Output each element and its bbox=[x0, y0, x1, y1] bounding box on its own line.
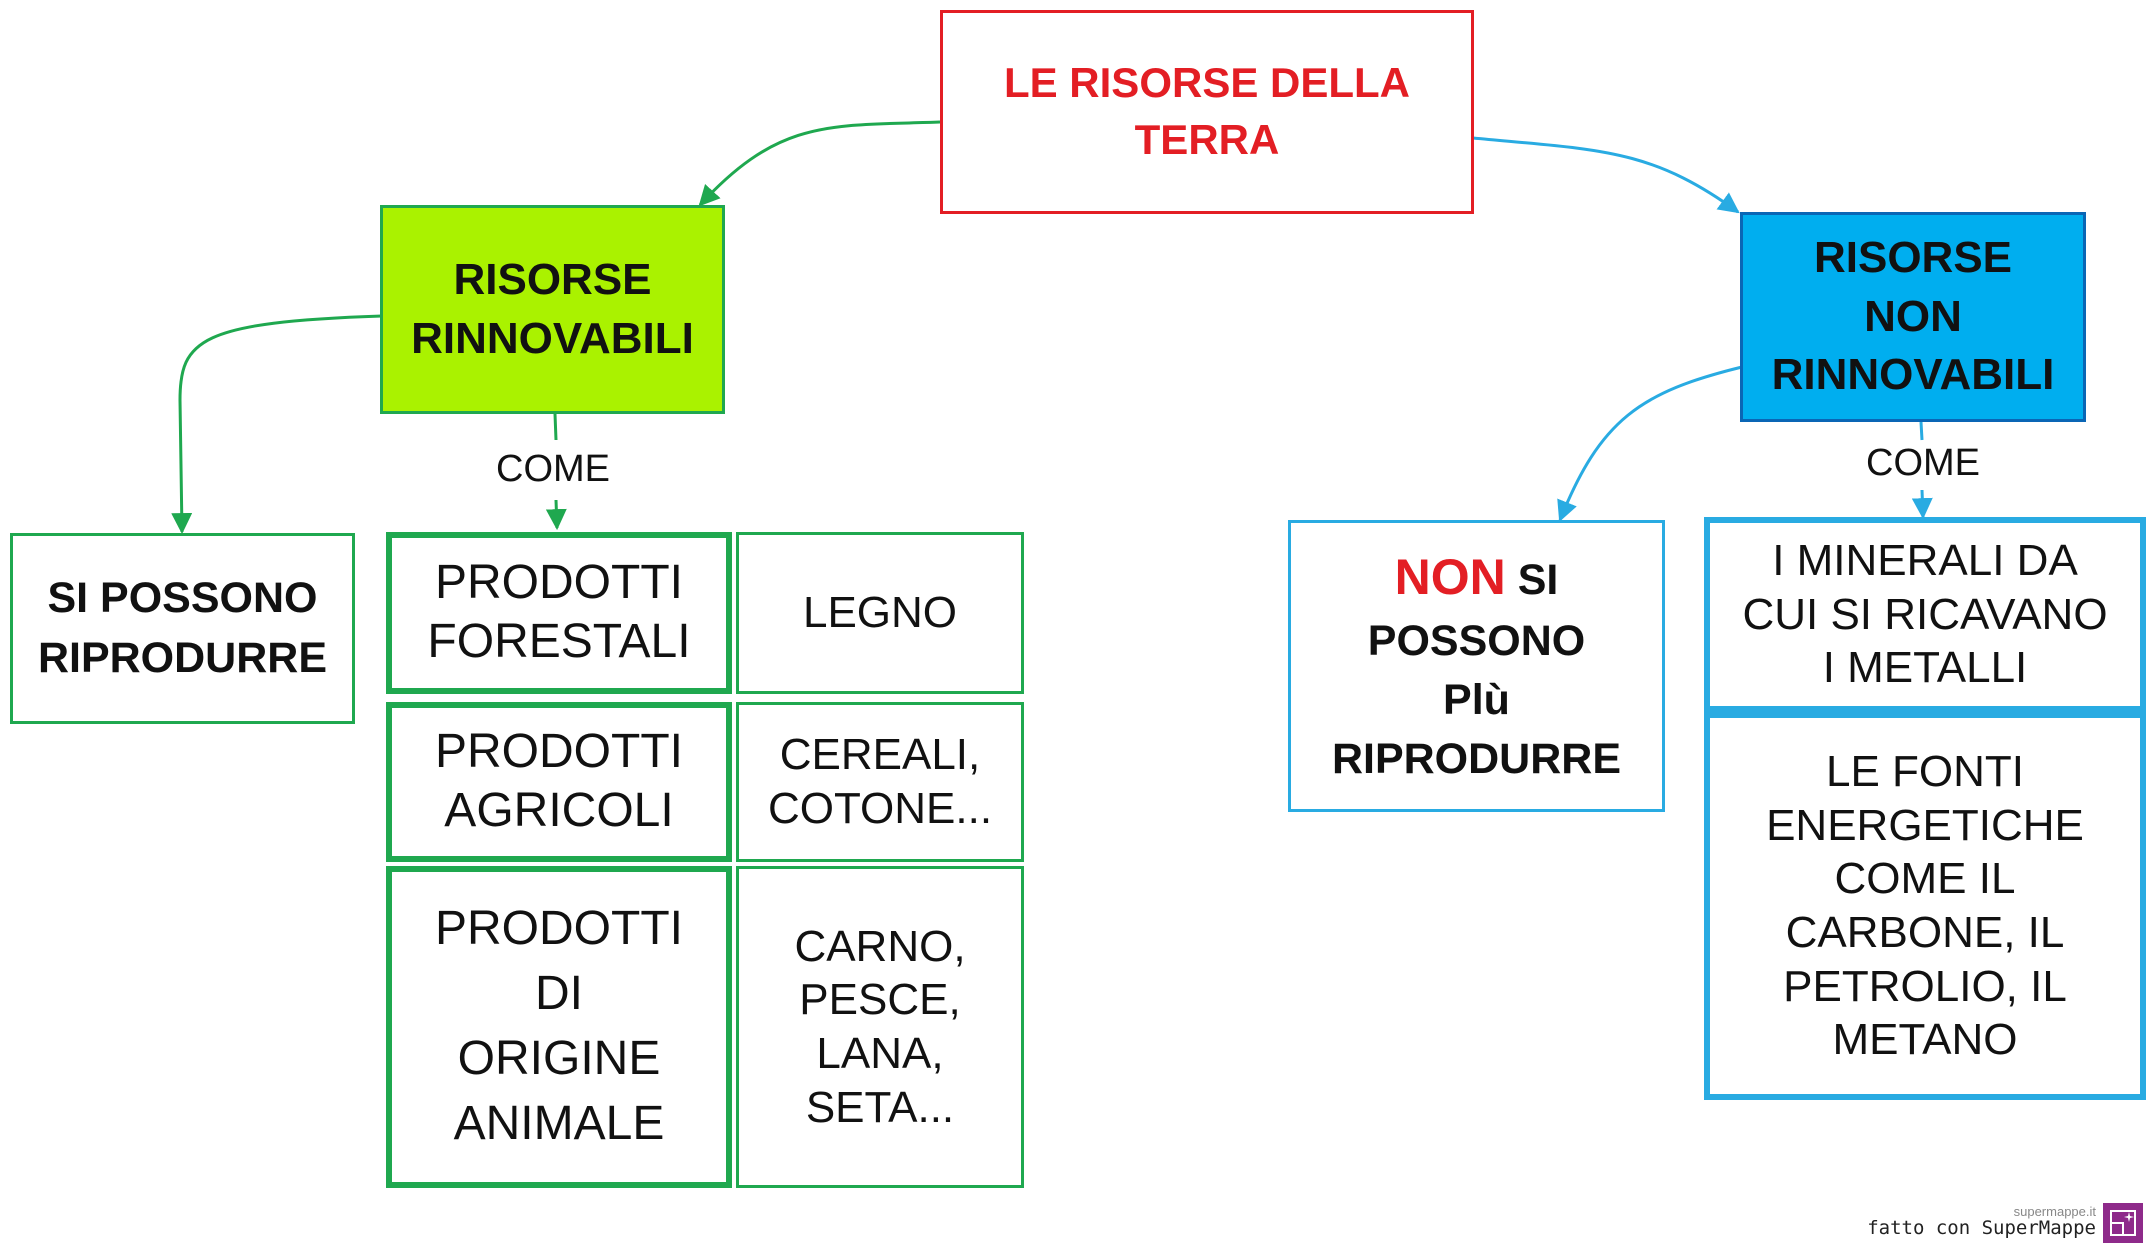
minerals-label: I MINERALI DA CUI SI RICAVANO I METALLI bbox=[1742, 535, 2108, 693]
renewable-come-label: COME bbox=[496, 448, 610, 490]
not-highlight: NON bbox=[1394, 548, 1506, 605]
non-renewable-resources-node[interactable]: RISORSE NON RINNOVABILI bbox=[1740, 212, 2086, 422]
non-renewable-property-node[interactable]: NON SI POSSONO Plù RIPRODURRE bbox=[1288, 520, 1665, 812]
supermappe-logo-icon bbox=[2103, 1203, 2143, 1243]
energy-sources-label: LE FONTI ENERGETICHE COME IL CARBONE, IL… bbox=[1766, 746, 2084, 1065]
wood-label: LEGNO bbox=[802, 588, 958, 638]
cereals-cotton-label: CEREALI, COTONE... bbox=[767, 730, 993, 833]
non-renewable-to-property-arrow bbox=[1557, 365, 1743, 522]
non-renewable-to-examples-arrow bbox=[1921, 421, 1923, 517]
renewable-property-node[interactable]: SI POSSONO RIPRODURRE bbox=[10, 533, 355, 724]
renewable-resources-node[interactable]: RISORSE RINNOVABILI bbox=[380, 205, 725, 414]
forest-products-label: PRODOTTI FORESTALI bbox=[427, 556, 691, 668]
root-label: LE RISORSE DELLA TERRA bbox=[1003, 59, 1411, 163]
footer-site[interactable]: supermappe.it bbox=[2013, 1204, 2096, 1220]
animal-products-node[interactable]: PRODOTTI DI ORIGINE ANIMALE bbox=[386, 866, 732, 1188]
footer-made-with: fatto con SuperMappe bbox=[1867, 1217, 2096, 1240]
forest-products-node[interactable]: PRODOTTI FORESTALI bbox=[386, 532, 732, 694]
renewable-property-label: SI POSSONO RIPRODURRE bbox=[37, 574, 328, 682]
non-renewable-come-label: COME bbox=[1866, 442, 1980, 484]
agricultural-products-node[interactable]: PRODOTTI AGRICOLI bbox=[386, 702, 732, 862]
footer-credit: supermappe.it fatto con SuperMappe bbox=[1867, 1205, 2096, 1239]
non-renewable-property-rest: POSSONO Plù RIPRODURRE bbox=[1331, 616, 1622, 784]
root-to-non-renewable-arrow bbox=[1472, 136, 1740, 214]
renewable-to-property-arrow bbox=[171, 314, 383, 535]
meat-fish-wool-silk-label: CARNO, PESCE, LANA, SETA... bbox=[794, 921, 966, 1132]
renewable-resources-label: RISORSE RINNOVABILI bbox=[411, 254, 694, 363]
cereals-cotton-node[interactable]: CEREALI, COTONE... bbox=[736, 702, 1024, 862]
minerals-node[interactable]: I MINERALI DA CUI SI RICAVANO I METALLI bbox=[1704, 517, 2146, 712]
non-renewable-resources-label: RISORSE NON RINNOVABILI bbox=[1771, 233, 2055, 400]
renewable-to-examples-arrow bbox=[555, 413, 557, 528]
energy-sources-node[interactable]: LE FONTI ENERGETICHE COME IL CARBONE, IL… bbox=[1704, 712, 2146, 1100]
non-renewable-property-first-line: SI bbox=[1517, 555, 1559, 604]
agricultural-products-label: PRODOTTI AGRICOLI bbox=[435, 725, 683, 837]
root-node[interactable]: LE RISORSE DELLA TERRA bbox=[940, 10, 1474, 214]
meat-fish-wool-silk-node[interactable]: CARNO, PESCE, LANA, SETA... bbox=[736, 866, 1024, 1188]
wood-node[interactable]: LEGNO bbox=[736, 532, 1024, 694]
animal-products-label: PRODOTTI DI ORIGINE ANIMALE bbox=[435, 902, 683, 1150]
root-to-renewable-arrow bbox=[698, 120, 941, 207]
